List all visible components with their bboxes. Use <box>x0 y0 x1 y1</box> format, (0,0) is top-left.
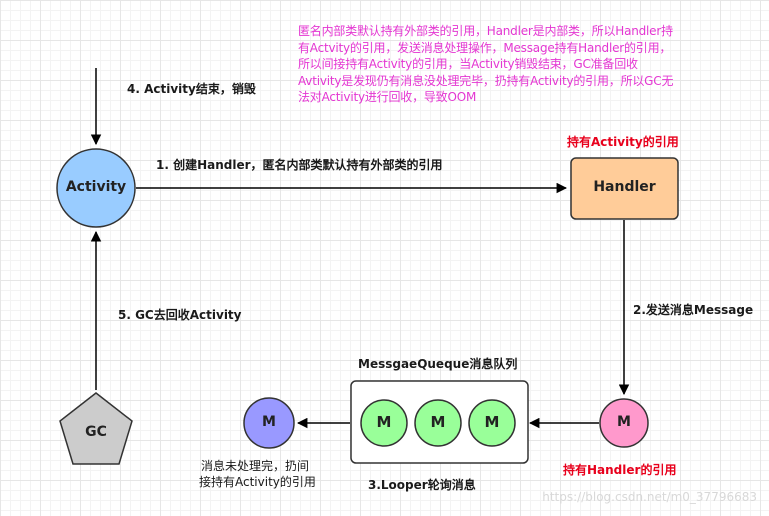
unhandled-line2: 接持有Activity的引用 <box>199 475 316 489</box>
step1-label: 1. 创建Handler，匿名内部类默认持有外部类的引用 <box>156 158 443 172</box>
handler-label: Handler <box>593 179 656 195</box>
queue-title: MessgaeQueque消息队列 <box>358 357 518 371</box>
queue-message-2-label: M <box>430 413 446 431</box>
gc-node <box>59 392 133 465</box>
incoming-message <box>599 398 649 448</box>
step5-label: 5. GC去回收Activity <box>118 308 242 322</box>
watermark: https://blog.csdn.net/m0_37796683 <box>542 490 757 504</box>
activity-label: Activity <box>65 179 127 195</box>
queue-message-3-label: M <box>484 413 500 431</box>
step4-label: 4. Activity结束，销毁 <box>127 82 256 96</box>
handler-reference-label: 持有Activity的引用 <box>567 135 679 149</box>
handler-node <box>570 157 679 220</box>
explanation-note: 匿名内部类默认持有外部类的引用，Handler是内部类，所以Handler持有A… <box>298 24 674 105</box>
activity-node <box>56 148 136 228</box>
step3-label: 3.Looper轮询消息 <box>368 478 476 492</box>
unhandled-line1: 消息未处理完，扔间 <box>201 459 310 473</box>
queue-message-2 <box>414 399 462 447</box>
step2-label: 2.发送消息Message <box>633 303 754 317</box>
gc-label: GC <box>85 424 107 440</box>
queue-message-1 <box>360 399 408 447</box>
queue-message-1-label: M <box>376 413 392 431</box>
incoming-message-label: M <box>617 414 631 430</box>
unprocessed-message <box>243 397 295 449</box>
queue-message-3 <box>468 399 516 447</box>
message-reference-label: 持有Handler的引用 <box>563 463 677 477</box>
unprocessed-message-label: M <box>262 414 276 430</box>
